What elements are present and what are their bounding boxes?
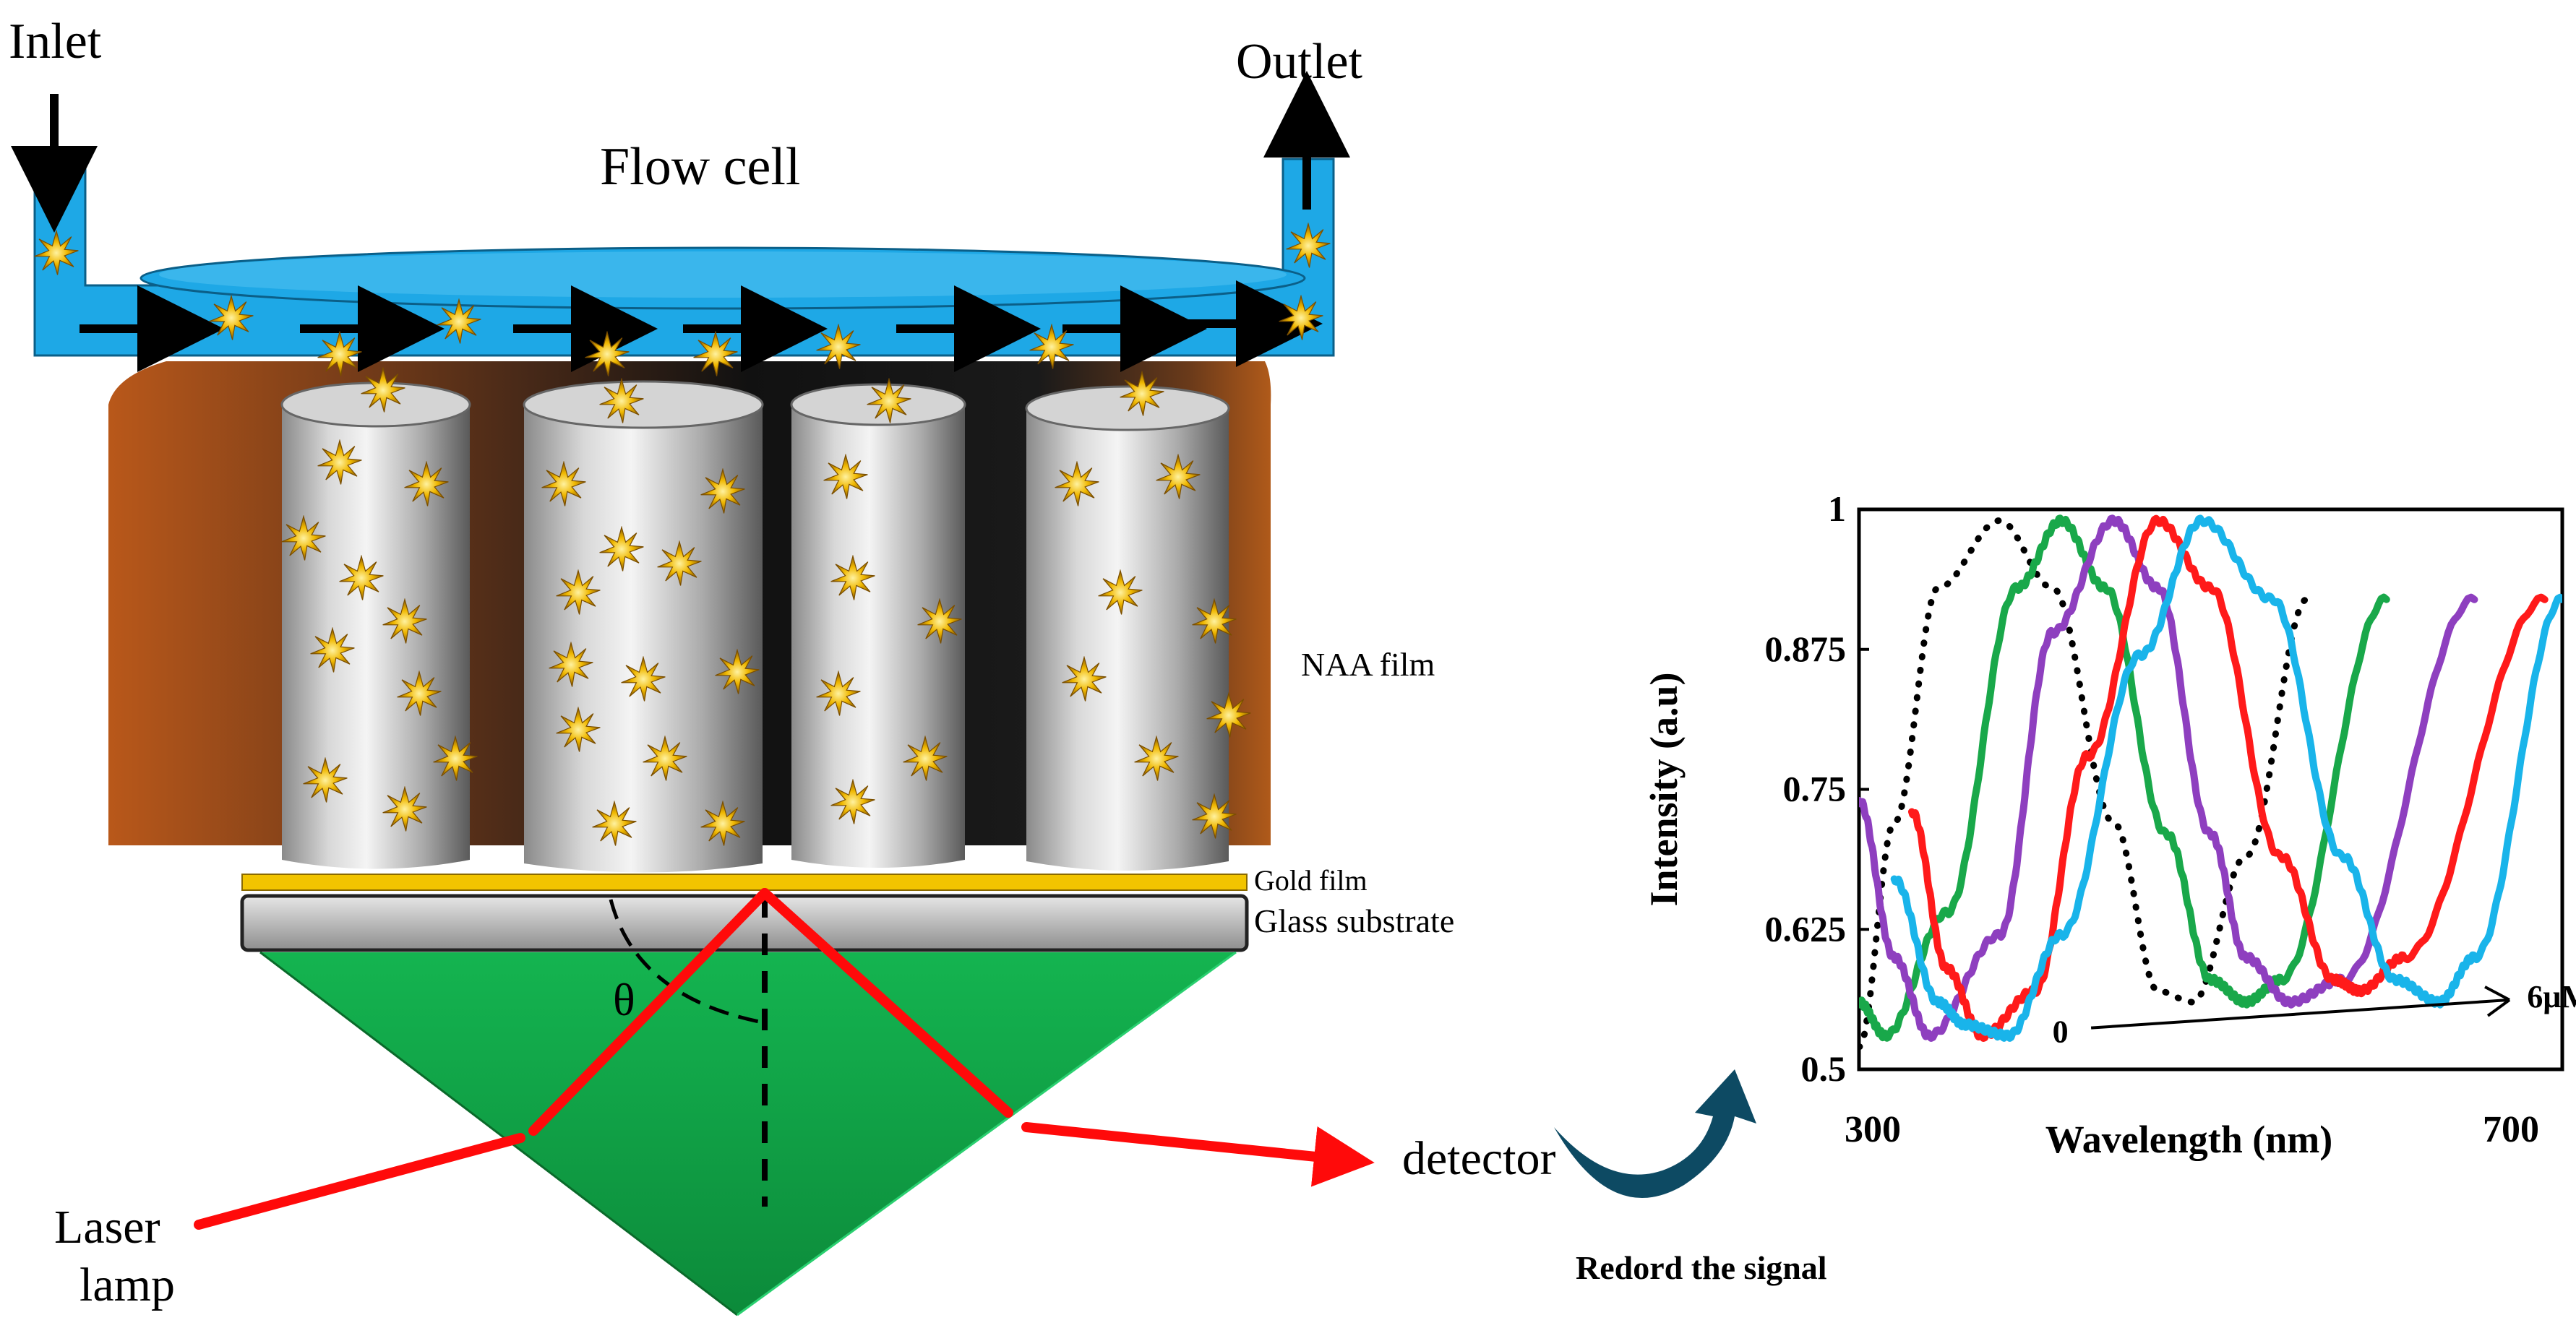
flow-cell-label: Flow cell bbox=[600, 137, 800, 197]
record-signal-label: Redord the signal bbox=[1576, 1249, 1827, 1286]
glass-substrate bbox=[240, 894, 1249, 952]
pore-cylinder bbox=[280, 381, 471, 869]
x-tick-label: 700 bbox=[2483, 1109, 2539, 1150]
series-line bbox=[1890, 514, 2562, 1042]
laser-label-line1: Laser bbox=[54, 1201, 160, 1254]
y-axis-label: Intensity (a.u) bbox=[1642, 672, 1686, 906]
y-tick-label: 0.5 bbox=[1801, 1048, 1847, 1089]
flow-arrows bbox=[80, 280, 1323, 372]
record-curved-arrow bbox=[1554, 1069, 1756, 1198]
y-tick-label: 0.625 bbox=[1765, 908, 1847, 949]
y-tick-label: 1 bbox=[1828, 488, 1846, 529]
pore-cylinder bbox=[523, 380, 764, 873]
series-line bbox=[1859, 514, 2390, 1042]
concentration-arrow bbox=[2090, 998, 2510, 1030]
prism bbox=[259, 951, 1237, 1316]
gold-film bbox=[241, 874, 1248, 891]
detector-label: detector bbox=[1402, 1132, 1556, 1185]
outlet-label: Outlet bbox=[1236, 34, 1363, 90]
gold-film-label: Gold film bbox=[1254, 864, 1368, 897]
intensity-chart: 0.5 0.625 0.75 0.875 1 300 700 Wavelength (nm) I… bbox=[1642, 488, 2576, 1161]
y-tick-label: 0.875 bbox=[1765, 629, 1847, 669]
theta-label: θ bbox=[613, 974, 635, 1025]
y-tick-label: 0.75 bbox=[1783, 769, 1847, 809]
angle-arc bbox=[609, 899, 763, 1025]
series-line bbox=[1859, 514, 2478, 1042]
laser-label-line2: lamp bbox=[80, 1259, 175, 1311]
concentration-arrowhead bbox=[2484, 986, 2511, 1017]
pore-cylinders bbox=[280, 380, 1230, 873]
series-line bbox=[1859, 517, 2311, 1051]
series-line bbox=[1908, 514, 2549, 1042]
x-axis-label: Wavelength (nm) bbox=[2045, 1118, 2333, 1161]
naa-film-label: NAA film bbox=[1301, 646, 1435, 683]
concentration-start-label: 0 bbox=[2053, 1014, 2069, 1050]
pore-cylinder bbox=[1025, 385, 1230, 871]
inlet-label: Inlet bbox=[9, 14, 102, 69]
concentration-end-label: 6μM bbox=[2527, 979, 2576, 1014]
glass-substrate-label: Glass substrate bbox=[1254, 902, 1454, 939]
x-tick-label: 300 bbox=[1845, 1109, 1901, 1150]
laser-beam bbox=[194, 888, 1375, 1230]
